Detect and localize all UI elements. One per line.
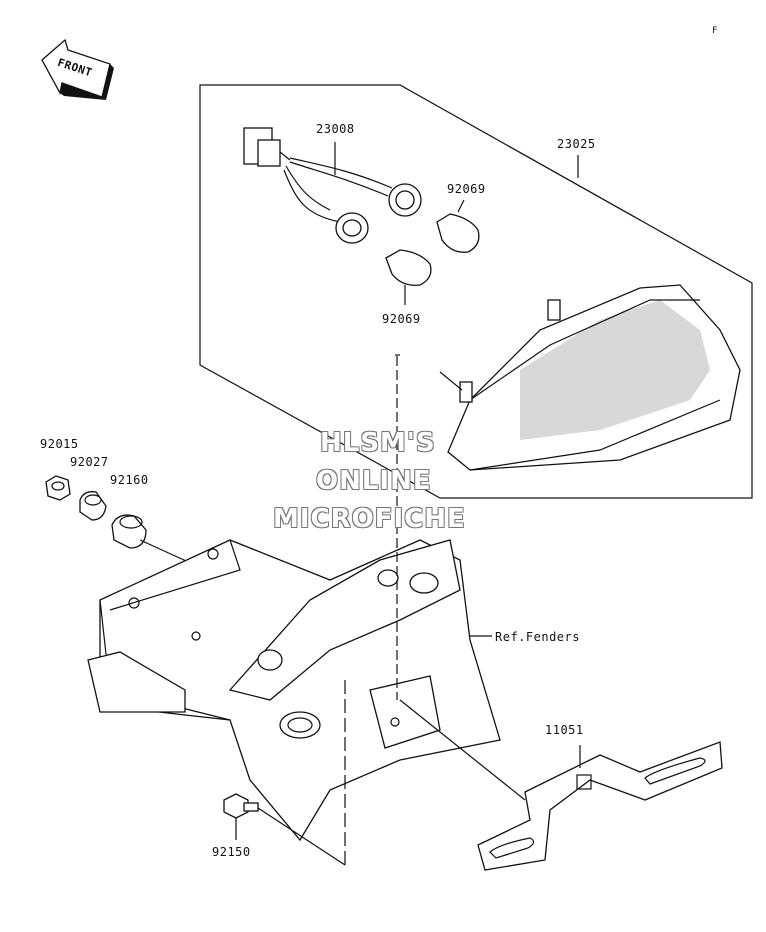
part-label-23008[interactable]: 23008	[316, 122, 355, 136]
collar-92027	[79, 491, 107, 521]
part-label-92015[interactable]: 92015	[40, 437, 79, 451]
front-arrow-icon	[41, 38, 114, 100]
page-code: F	[712, 26, 718, 36]
license-bracket-11051	[477, 741, 723, 871]
bolt-92150	[223, 793, 259, 840]
part-label-92150[interactable]: 92150	[212, 845, 251, 859]
watermark-line-3: MICROFICHE	[273, 504, 466, 534]
grommet-92160	[111, 514, 147, 549]
rear-frame	[87, 539, 501, 842]
watermark-line-1: HLSM'S	[320, 428, 436, 458]
part-label-23025[interactable]: 23025	[557, 137, 596, 151]
assembly-frame-23025	[199, 84, 753, 499]
part-label-92027[interactable]: 92027	[70, 455, 109, 469]
part-label-92069-top[interactable]: 92069	[447, 182, 486, 196]
part-label-11051[interactable]: 11051	[545, 723, 584, 737]
part-label-92069-bottom[interactable]: 92069	[382, 312, 421, 326]
tail-light-housing	[439, 284, 741, 471]
watermark-line-2: ONLINE	[316, 466, 432, 496]
bulb-92069-bottom	[385, 249, 432, 305]
bulb-92069-top	[436, 199, 480, 253]
wiring-harness-23008	[243, 127, 422, 244]
part-label-92160[interactable]: 92160	[110, 473, 149, 487]
ref-fenders-label[interactable]: Ref.Fenders	[495, 630, 580, 644]
nut-92015	[45, 475, 71, 501]
